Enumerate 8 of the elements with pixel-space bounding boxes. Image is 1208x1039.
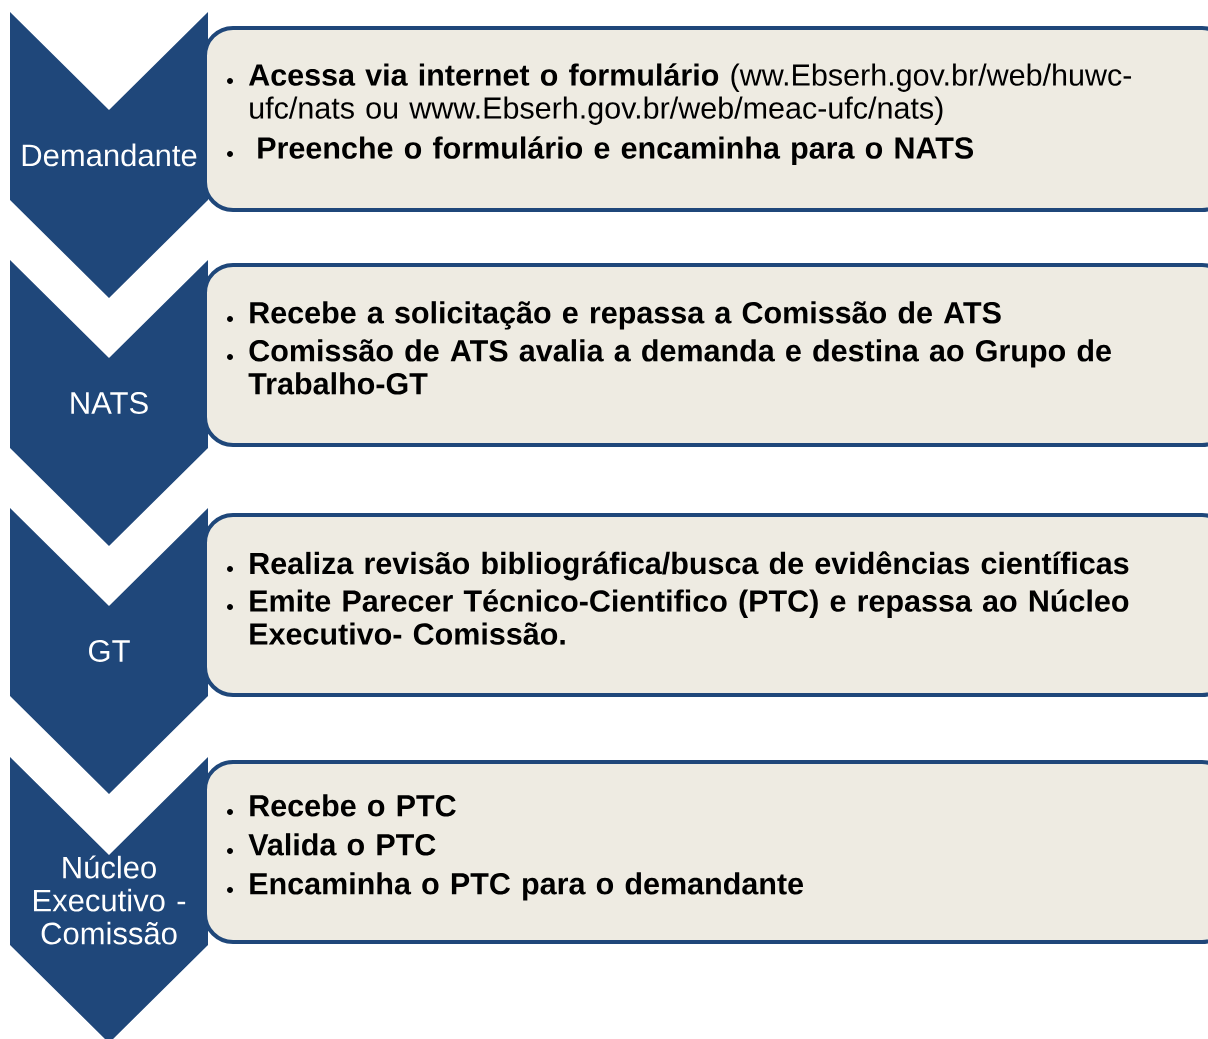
- stage-label: NATS: [10, 260, 208, 546]
- stage-label: Núcleo Executivo - Comissão: [10, 757, 208, 1039]
- content-box: Acessa via internet o formulário (ww.Ebserh.gov.br/web/huwc-ufc/nats ou www.Ebserh.gov.br/web/meac-ufc/nats) Preenche o formulário e encaminha para o NATS: [203, 26, 1208, 212]
- content-box: Recebe o PTC Valida o PTC Encaminha o PTC para o demandante: [203, 760, 1208, 944]
- content-box: Realiza revisão bibliográfica/busca de evidências científicas Emite Parecer Técnico-Cientifico (PTC) e repassa ao Núcleo Executivo- Comissão.: [203, 513, 1208, 697]
- content-box: Recebe a solicitação e repassa a Comissão de ATS Comissão de ATS avalia a demanda e destina ao Grupo de Trabalho-GT: [203, 263, 1208, 447]
- stage-label: Demandante: [10, 12, 208, 298]
- stage-label: GT: [10, 508, 208, 794]
